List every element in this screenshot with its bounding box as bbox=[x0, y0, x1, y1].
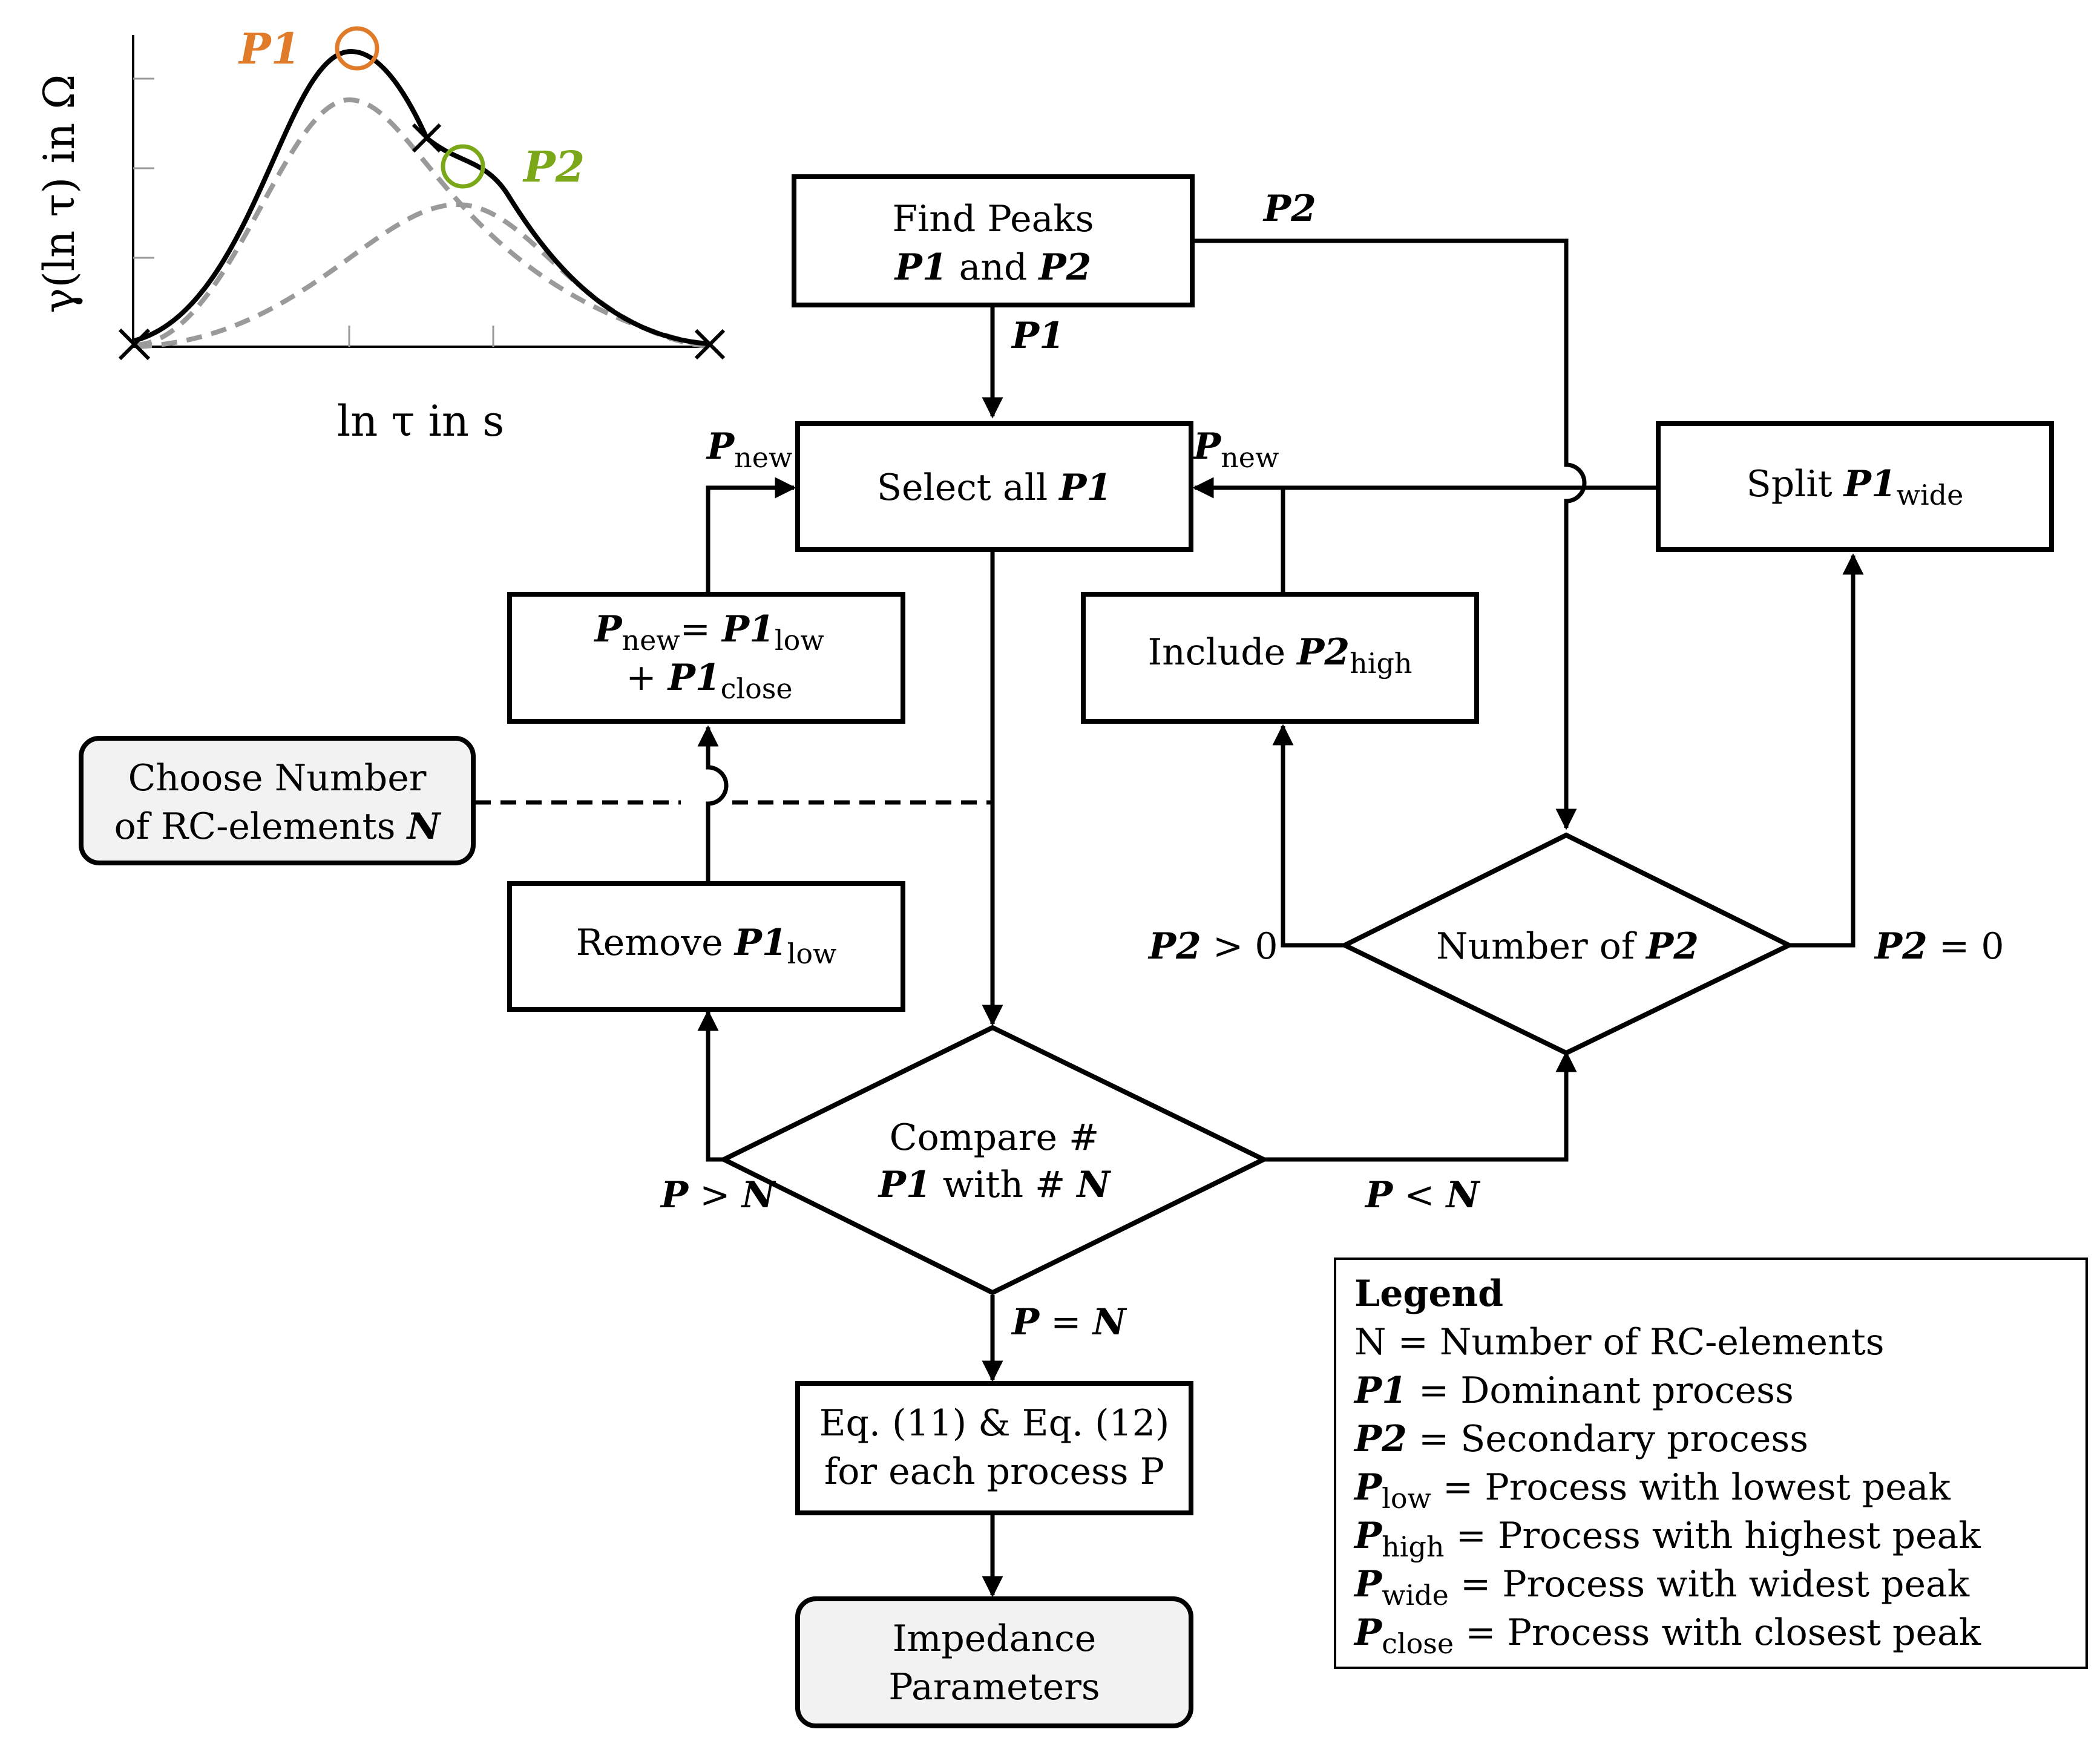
select-all-box: Select all P1 bbox=[795, 421, 1193, 552]
edge-label-p2: P2 bbox=[1262, 188, 1316, 230]
choose-n-line2: of RC-elements N bbox=[114, 805, 442, 848]
edge-label-p2-eq-0: P2 = 0 bbox=[1874, 925, 2004, 968]
inset-y-ticks bbox=[133, 77, 154, 259]
arrow-number-to-include bbox=[1272, 724, 1345, 948]
choose-n-box: Choose Number of RC-elements N bbox=[79, 736, 476, 865]
remove-box: Remove P1low bbox=[507, 881, 905, 1012]
legend-row-close: Pclose = Process with closest peak bbox=[1353, 1612, 1981, 1660]
number-p2-label: Number of P2 bbox=[1436, 925, 1699, 968]
impedance-line2: Parameters bbox=[888, 1666, 1100, 1708]
peak-p2-circle bbox=[441, 144, 485, 189]
arrow-compare-to-number bbox=[1264, 1051, 1577, 1162]
edge-label-p-lt-n: P < N bbox=[1364, 1174, 1481, 1216]
pnew-box: Pnew= P1low + P1close bbox=[507, 592, 905, 724]
inset-x-axis-label: ln τ in s bbox=[337, 396, 504, 446]
edge-label-pnew-left: Pnew bbox=[706, 425, 792, 474]
remove-label: Remove P1low bbox=[576, 922, 837, 970]
edge-labels: P1 P2 Pnew Pnew P2 > 0 P2 = 0 P > N P < … bbox=[660, 188, 2004, 1343]
edge-label-pnew-right: Pnew bbox=[1192, 425, 1279, 474]
arrow-remove-to-pnew bbox=[697, 725, 729, 882]
legend-row-p2: P2 = Secondary process bbox=[1353, 1418, 1808, 1460]
legend-box: Legend N = Number of RC-elements P1 = Do… bbox=[1334, 1258, 2088, 1669]
find-peaks-subtitle: P1 and P2 bbox=[894, 246, 1092, 289]
eq-line2: for each process P bbox=[824, 1451, 1164, 1493]
drt-inset-plot: P1 P2 γ(ln τ) in Ω ln τ in s bbox=[34, 24, 726, 446]
legend-row-p1: P1 = Dominant process bbox=[1353, 1369, 1794, 1412]
arrow-number-to-split bbox=[1789, 553, 1864, 948]
select-all-label: Select all P1 bbox=[877, 467, 1112, 509]
edge-label-p2-gt-0: P2 > 0 bbox=[1147, 925, 1278, 968]
number-p2-diamond: Number of P2 bbox=[1339, 832, 1795, 1056]
component-curve-1 bbox=[136, 97, 710, 349]
arrow-pnew-to-select bbox=[706, 477, 796, 592]
include-box: Include P2high bbox=[1081, 592, 1479, 724]
total-drt-curve bbox=[133, 48, 709, 346]
boundary-cross-markers bbox=[118, 123, 726, 361]
pnew-formula-line2: + P1close bbox=[626, 657, 792, 705]
include-label: Include P2high bbox=[1147, 631, 1412, 680]
legend-title: Legend bbox=[1354, 1273, 1503, 1315]
impedance-box: Impedance Parameters bbox=[795, 1596, 1193, 1728]
peak-p1-label: P1 bbox=[238, 24, 300, 74]
compare-line1: Compare # bbox=[890, 1117, 1100, 1159]
pnew-formula-line1: Pnew= P1low bbox=[593, 608, 824, 657]
find-peaks-title: Find Peaks bbox=[892, 198, 1094, 240]
peak-p2-label: P2 bbox=[522, 142, 585, 192]
split-label: Split P1wide bbox=[1747, 463, 1964, 511]
legend-row-wide: Pwide = Process with widest peak bbox=[1353, 1563, 1970, 1612]
compare-diamond: Compare # P1 with # N bbox=[718, 1025, 1270, 1296]
split-box: Split P1wide bbox=[1656, 421, 2054, 552]
peak-p1-circle bbox=[335, 26, 379, 71]
legend-row-n: N = Number of RC-elements bbox=[1354, 1321, 1885, 1363]
legend-row-high: Phigh = Process with highest peak bbox=[1353, 1515, 1981, 1563]
choose-n-line1: Choose Number bbox=[128, 757, 427, 799]
find-peaks-box: Find Peaks P1 and P2 bbox=[792, 174, 1195, 307]
edge-label-p-gt-n: P > N bbox=[660, 1174, 776, 1216]
connectors bbox=[475, 238, 1864, 1598]
edge-label-p-eq-n: P = N bbox=[1011, 1301, 1127, 1343]
impedance-line1: Impedance bbox=[893, 1618, 1096, 1660]
arrow-find-to-number bbox=[1192, 238, 1587, 830]
inset-y-axis-label: γ(ln τ) in Ω bbox=[34, 74, 84, 313]
legend-row-low: Plow = Process with lowest peak bbox=[1353, 1466, 1951, 1515]
arrow-compare-to-remove bbox=[697, 1009, 724, 1162]
compare-line2: P1 with # N bbox=[878, 1164, 1112, 1206]
eq-box: Eq. (11) & Eq. (12) for each process P bbox=[795, 1381, 1193, 1515]
edge-label-p1: P1 bbox=[1011, 315, 1065, 357]
eq-line1: Eq. (11) & Eq. (12) bbox=[819, 1402, 1170, 1445]
inset-x-ticks bbox=[348, 326, 494, 347]
